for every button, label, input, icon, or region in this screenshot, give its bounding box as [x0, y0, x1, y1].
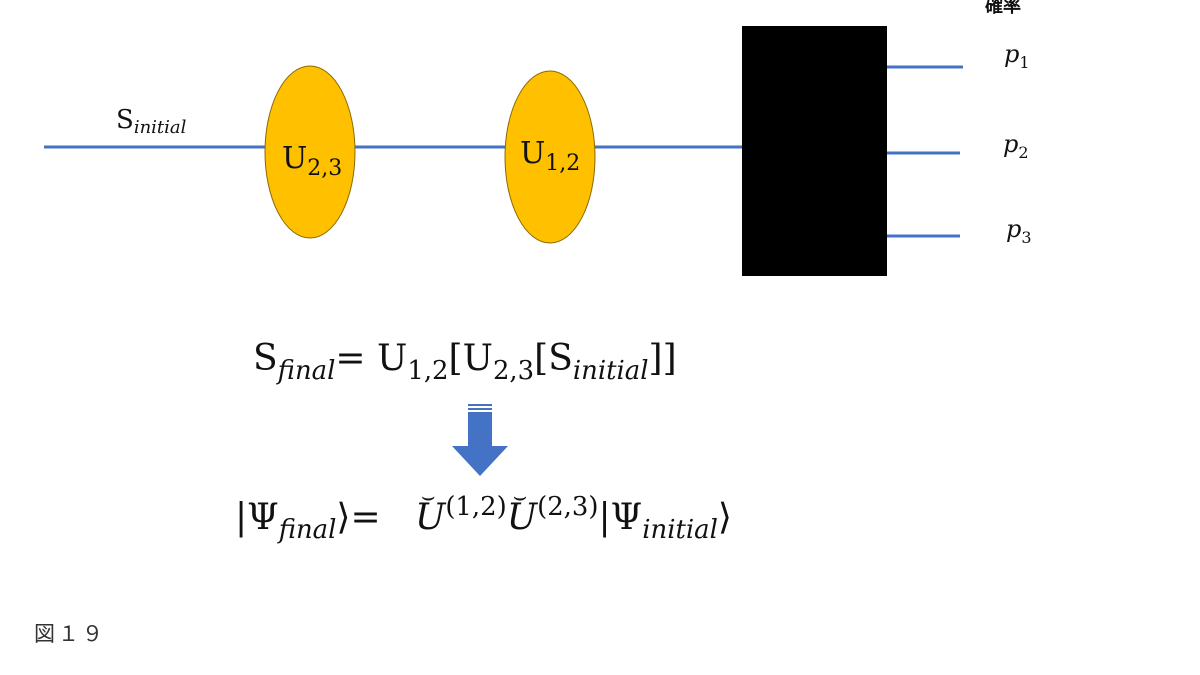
- measurement-box: [742, 26, 887, 276]
- output-label-p1: p1: [1004, 40, 1030, 72]
- gate-u23: [264, 65, 356, 239]
- output-label-p3: p3: [1006, 215, 1032, 247]
- gate-u23-label: U2,3: [282, 141, 342, 181]
- gate-u12: [504, 70, 596, 244]
- probability-header: 確率: [985, 0, 1021, 16]
- equation-state-evolution: |Ψfinal⟩= ⌢U(1,2)⌢U(2,3)|Ψinitial⟩: [235, 487, 732, 546]
- figure-caption: 図１９: [34, 623, 106, 646]
- input-label: Sinitial: [116, 105, 187, 138]
- down-arrow-icon: [452, 404, 508, 476]
- gate-u12-label: U1,2: [520, 136, 580, 176]
- equation-composition: Sfinal= U1,2[U2,3[Sinitial]]: [253, 338, 677, 387]
- output-label-p2: p2: [1003, 130, 1029, 162]
